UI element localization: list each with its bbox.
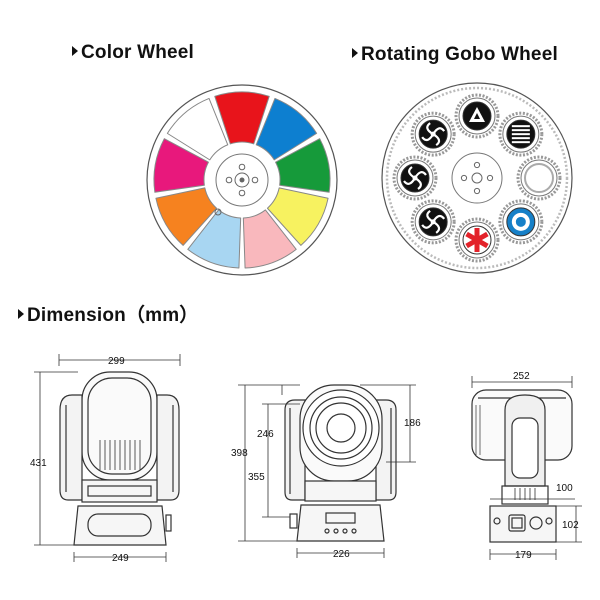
side-dimension-lines <box>471 376 582 560</box>
gobo-slot <box>516 155 562 201</box>
dim-side-base-width: 179 <box>515 550 532 561</box>
color-wheel <box>146 84 338 276</box>
color-slot <box>187 209 242 269</box>
color-slot <box>255 97 318 161</box>
gobo-wheel-title: Rotating Gobo Wheel <box>361 44 558 65</box>
color-slot <box>153 138 209 193</box>
dim-side-width: 252 <box>513 371 530 382</box>
color-slot <box>266 187 329 246</box>
color-slot <box>214 91 270 145</box>
gobo-slot <box>454 93 500 139</box>
gobo-wheel <box>381 82 573 274</box>
front-dimension-lines <box>34 354 181 562</box>
dim-mid-head: 186 <box>404 418 421 429</box>
color-wheel-heading: Color Wheel <box>72 42 194 64</box>
dim-mid-246: 246 <box>257 429 274 440</box>
color-wheel-title: Color Wheel <box>81 42 195 63</box>
gobo-slot <box>454 217 500 263</box>
bullet-triangle-icon <box>72 46 78 56</box>
gobo-slot <box>410 199 456 245</box>
gobo-wheel-heading: Rotating Gobo Wheel <box>352 44 558 66</box>
front-view-drawing <box>59 371 180 546</box>
gobo-slot <box>498 199 544 245</box>
bullet-triangle-icon <box>18 309 24 319</box>
color-slot <box>155 187 218 246</box>
bullet-triangle-icon <box>352 48 358 58</box>
dim-front-height: 431 <box>30 458 47 469</box>
lens-dimension-lines <box>238 384 416 558</box>
dim-front-width: 299 <box>108 356 125 367</box>
gobo-slot <box>392 155 438 201</box>
dim-mid-355: 355 <box>248 472 265 483</box>
dim-side-base-height: 102 <box>562 520 579 531</box>
color-slot <box>166 97 229 161</box>
dim-base-width: 249 <box>112 553 129 564</box>
lens-view-drawing <box>284 384 397 542</box>
dim-side-100: 100 <box>556 483 573 494</box>
side-view-drawing <box>471 389 573 543</box>
dim-mid-base-width: 226 <box>333 549 350 560</box>
gobo-slot <box>410 111 456 157</box>
gobo-slot <box>498 111 544 157</box>
color-slot <box>242 209 297 269</box>
color-slot <box>275 138 331 193</box>
dim-mid-total-height: 398 <box>231 448 248 459</box>
dimension-title: Dimension（mm） <box>27 305 199 326</box>
dimension-heading: Dimension（mm） <box>18 300 199 327</box>
